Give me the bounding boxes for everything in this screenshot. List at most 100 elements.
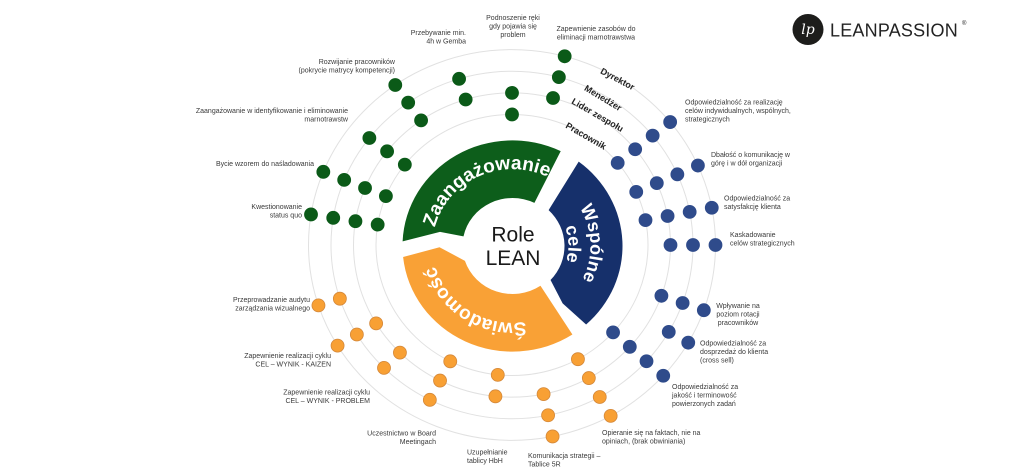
responsibility-item-zaangazowanie: Przebywanie min.4h w Gemba <box>411 30 473 107</box>
role-dot-pracownik <box>490 367 505 382</box>
role-dot-menedzer <box>541 408 555 423</box>
item-label-line: celów indywidualnych, wspólnych, <box>685 108 791 115</box>
role-dot-menedzer <box>326 210 341 225</box>
role-dot-pracownik <box>505 107 519 122</box>
role-dot-menedzer <box>682 204 697 219</box>
item-label-line: marnotrawstw <box>304 117 349 124</box>
item-label-line: strategicznych <box>685 117 730 124</box>
responsibility-item-swiadomosc: Komunikacja strategii –Tablice 5R <box>528 387 600 469</box>
item-label-line: Kaskadowanie <box>730 232 776 239</box>
role-dot-pracownik <box>606 325 620 340</box>
item-label-line: Wpływanie na <box>716 303 760 310</box>
item-label: Komunikacja strategii –Tablice 5R <box>528 453 600 469</box>
role-dot-lider-zespolu <box>660 209 675 223</box>
item-label: Bycie wzorem do naśladowania <box>216 161 314 168</box>
item-label-line: CEL – WYNIK - PROBLEM <box>285 398 370 405</box>
role-dot-dyrektor <box>545 429 560 444</box>
role-lean-wheel: Zaangażowanie Wspólne cele Świadomość Ro… <box>402 140 623 352</box>
role-dot-lider-zespolu <box>622 339 637 354</box>
item-label-line: Zaangażowanie w identyfikowanie i elimin… <box>196 108 348 115</box>
item-label-line: gdy pojawia się <box>489 24 537 31</box>
role-dot-dyrektor <box>708 238 723 252</box>
item-label-line: Zapewnienie realizacji cyklu <box>283 390 370 397</box>
item-label: Przebywanie min.4h w Gemba <box>411 30 466 46</box>
role-dot-dyrektor <box>557 49 572 64</box>
item-label: Kaskadowanie celów strategicznych <box>730 232 795 248</box>
role-dot-menedzer <box>661 324 676 339</box>
item-label-line: celów strategicznych <box>730 241 795 248</box>
role-dot-lider-zespolu <box>414 113 428 128</box>
role-dot-dyrektor <box>704 200 719 215</box>
role-dot-dyrektor <box>603 408 618 423</box>
role-dot-menedzer <box>422 392 437 407</box>
item-label: Rozwijanie pracowników(pokrycie matrycy … <box>299 59 396 75</box>
item-label-line: Meetingach <box>400 439 436 446</box>
item-label-line: Zapewnienie zasobów do <box>557 26 636 33</box>
item-label-line: Odpowiedzialność za <box>724 196 790 203</box>
role-dot-menedzer <box>592 390 607 404</box>
role-dot-dyrektor <box>330 338 345 353</box>
segment-wspolne-cele <box>548 161 623 325</box>
responsibility-item-wspolne-cele: Kaskadowanie celów strategicznych <box>663 232 795 252</box>
role-dot-lider-zespolu <box>369 316 384 331</box>
item-label-line: powierzonych zadań <box>672 401 736 408</box>
item-label-line: górę i w dół organizacji <box>711 161 783 168</box>
item-label-line: Odpowiedzialność za <box>672 384 738 391</box>
role-dot-pracownik <box>629 184 644 199</box>
logo-wordmark: LEANPASSION <box>830 21 958 41</box>
role-dot-pracownik <box>397 157 412 172</box>
role-dot-dyrektor <box>696 303 711 318</box>
role-dot-dyrektor <box>656 368 671 383</box>
role-dot-lider-zespolu <box>380 144 395 159</box>
item-label: Zaangażowanie w identyfikowanie i elimin… <box>196 108 349 124</box>
role-dot-lider-zespolu <box>581 371 596 385</box>
item-label-line: Odpowiedzialność za <box>700 341 766 348</box>
item-label-line: Komunikacja strategii – <box>528 453 600 460</box>
item-label-line: Podnoszenie ręki <box>486 15 540 22</box>
item-label-line: satysfakcję klienta <box>724 204 781 211</box>
role-label-pracownik: Pracownik <box>564 120 609 152</box>
role-dot-lider-zespolu <box>536 387 551 402</box>
role-dot-pracownik <box>638 213 653 227</box>
item-label-line: eliminacji marnotrawstwa <box>557 35 635 42</box>
item-label-line: dosprzedaż do klienta <box>700 349 768 356</box>
item-label-line: problem <box>500 32 525 39</box>
item-label-line: tablicy HbH <box>467 458 503 465</box>
role-dot-dyrektor <box>681 335 696 350</box>
leanpassion-logo: lp LEANPASSION ® <box>792 14 967 45</box>
registered-mark: ® <box>962 20 967 27</box>
responsibility-item-zaangazowanie: Zapewnienie zasobów do eliminacji marnotr… <box>546 26 636 105</box>
item-label-line: Bycie wzorem do naśladowania <box>216 161 314 168</box>
role-dot-pracownik <box>378 189 393 203</box>
role-dot-menedzer <box>401 95 416 110</box>
role-dot-menedzer <box>362 131 377 145</box>
role-dot-dyrektor <box>316 164 331 179</box>
role-dot-menedzer <box>349 327 364 342</box>
role-dot-lider-zespolu <box>546 91 560 105</box>
role-dot-dyrektor <box>311 298 326 313</box>
segment-title-cele-text: cele <box>561 222 584 264</box>
item-label-line: Odpowiedzialność za realizację <box>685 100 783 107</box>
role-dot-menedzer <box>377 360 391 375</box>
role-dot-lider-zespolu <box>649 176 664 191</box>
item-label-line: (pokrycie matrycy kompetencji) <box>299 68 395 75</box>
item-label-line: Przebywanie min. <box>411 30 466 37</box>
role-dot-lider-zespolu <box>433 373 447 388</box>
